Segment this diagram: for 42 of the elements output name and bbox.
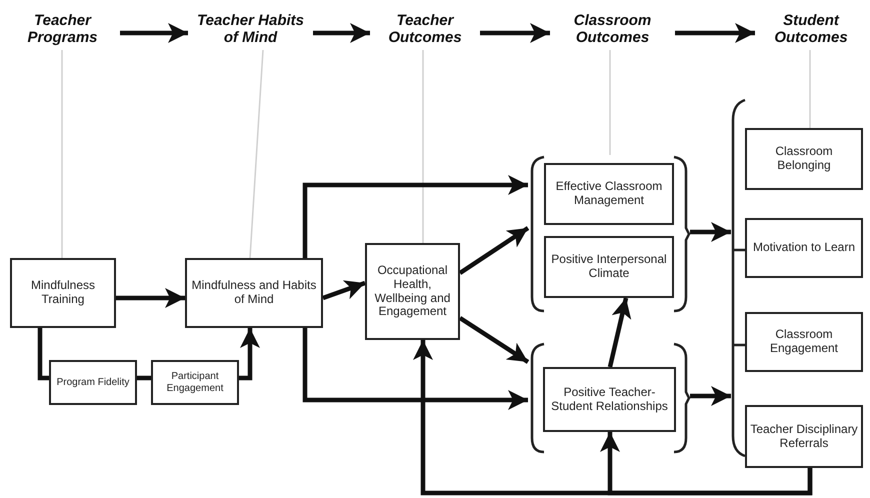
arrow bbox=[458, 226, 530, 275]
arrow bbox=[480, 23, 550, 43]
arrow bbox=[690, 222, 731, 242]
arrow bbox=[322, 280, 366, 300]
guide-line bbox=[422, 50, 424, 243]
guide-line bbox=[809, 50, 811, 128]
stage-heading: Classroom Outcomes bbox=[550, 8, 675, 50]
guide-line bbox=[61, 50, 63, 258]
arrow bbox=[600, 432, 812, 496]
process-box: Teacher Disciplinary Referrals bbox=[745, 405, 863, 468]
arrow bbox=[239, 328, 260, 380]
process-box: Motivation to Learn bbox=[745, 218, 863, 278]
stage-heading: Student Outcomes bbox=[755, 8, 867, 50]
connector-line bbox=[137, 376, 151, 380]
process-box: Classroom Belonging bbox=[745, 128, 863, 190]
bracket bbox=[731, 100, 745, 456]
guide-line bbox=[249, 50, 264, 258]
process-box: Positive Interpersonal Climate bbox=[544, 236, 674, 298]
arrow bbox=[675, 23, 755, 43]
arrow bbox=[302, 328, 528, 410]
process-box: Mindfulness and Habits of Mind bbox=[185, 258, 323, 328]
stage-heading: Teacher Habits of Mind bbox=[188, 8, 313, 50]
guide-line bbox=[609, 50, 611, 155]
arrow bbox=[458, 316, 530, 364]
arrow bbox=[120, 23, 188, 43]
connector-line bbox=[38, 328, 49, 380]
arrow bbox=[608, 298, 632, 368]
arrow bbox=[313, 23, 370, 43]
bracket bbox=[528, 342, 690, 454]
stage-heading: Teacher Outcomes bbox=[370, 8, 480, 50]
arrow bbox=[302, 175, 528, 258]
process-box: Occupational Health, Wellbeing and Engagement bbox=[365, 243, 460, 340]
process-box: Participant Engagement bbox=[151, 360, 239, 405]
arrow bbox=[116, 288, 185, 308]
stage-heading: Teacher Programs bbox=[5, 8, 120, 50]
process-box: Positive Teacher-Student Relationships bbox=[543, 367, 676, 432]
arrow bbox=[690, 386, 731, 406]
bracket bbox=[528, 155, 690, 313]
process-box: Classroom Engagement bbox=[745, 312, 863, 372]
process-box: Program Fidelity bbox=[49, 360, 137, 405]
process-box: Effective Classroom Management bbox=[544, 163, 674, 225]
process-box: Mindfulness Training bbox=[10, 258, 116, 328]
